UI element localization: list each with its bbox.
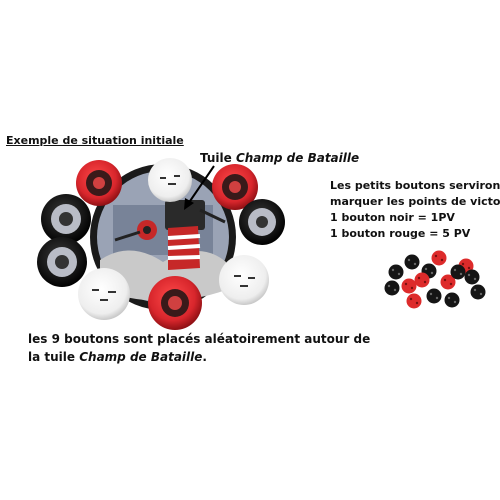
section-heading: Exemple de situation initiale [6,134,184,147]
small-black-button [404,254,420,270]
tile-callout-name: Champ de Bataille [235,151,360,165]
small-red-button [401,278,417,294]
red-token [76,160,122,206]
tile-callout-prefix: Tuile [200,151,236,165]
black-token [37,237,87,287]
caption-line-2: la tuile Champ de Bataille. [28,348,370,366]
small-black-button [464,269,480,285]
tile-callout-label: Tuile Champ de Bataille [200,151,359,165]
caption-line-2-prefix: la tuile [28,350,80,364]
note-line-2: marquer les points de victoire : [330,195,500,208]
setup-caption: les 9 boutons sont placés aléatoirement … [28,330,370,366]
small-black-button [426,288,442,304]
victory-point-buttons-pile [384,250,486,309]
caption-line-1: les 9 boutons sont placés aléatoirement … [28,332,371,346]
note-line-1: Les petits boutons serviront à [330,179,500,192]
small-black-button [450,264,466,280]
small-red-button [440,274,456,290]
white-token [148,158,192,202]
red-token [148,276,202,330]
small-black-button [384,280,400,296]
victory-points-note: Les petits boutons serviront à marquer l… [330,178,500,242]
red-token [212,164,258,210]
small-black-button [444,292,460,308]
white-token [78,268,130,320]
small-red-button [431,250,447,266]
small-black-button [388,264,404,280]
callout-arrow [184,165,215,210]
black-token [239,199,285,245]
note-line-4: 1 bouton rouge = 5 PV [330,227,471,240]
small-black-button [470,284,486,300]
black-token [41,194,91,244]
caption-line-2-name: Champ de Bataille [79,350,203,364]
note-line-3: 1 bouton noir = 1PV [330,211,455,224]
small-red-button [406,293,422,309]
small-red-button [414,272,430,288]
caption-line-2-suffix: . [202,350,207,364]
white-token [219,255,269,305]
